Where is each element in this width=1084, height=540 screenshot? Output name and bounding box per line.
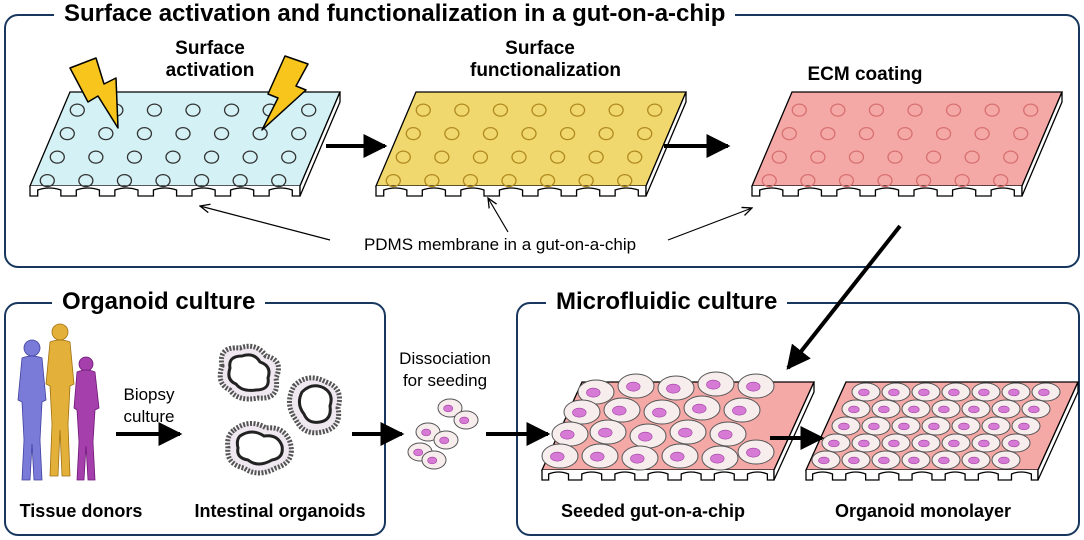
dissociated-cells-icon [407,398,479,470]
organoid-panel-title: Organoid culture [52,288,266,316]
label-pdms-membrane: PDMS membrane in a gut-on-a-chip [363,235,637,254]
membrane-activation [29,91,341,197]
label-biopsy-culture: Biopsy culture [123,385,175,426]
tissue-donors-icon [17,323,100,481]
lightning-icon-left [69,57,119,129]
microfluidic-panel-title: Microfluidic culture [546,288,788,316]
organoid-icon-1 [217,343,281,402]
microfluidic-panel [516,302,1080,536]
arrow-ecm-to-seeded [786,224,902,370]
label-organoid-monolayer: Organoid monolayer [834,501,1012,521]
pdms-pointer-left [200,206,331,241]
label-surface-activation: Surface activation [165,38,255,81]
top-panel-title: Surface activation and functionalization… [54,0,736,28]
label-surface-functionalization: Surface functionalization [470,38,621,81]
pdms-pointer-center [488,198,509,233]
label-seeded-gut-on-a-chip: Seeded gut-on-a-chip [561,501,745,521]
label-ecm-coating: ECM coating [807,64,923,85]
label-intestinal-organoids: Intestinal organoids [194,501,366,521]
membrane-functionalization [375,91,687,197]
organoid-icon-3 [225,421,294,476]
membrane-ecm [751,91,1063,197]
label-tissue-donors: Tissue donors [19,501,143,521]
label-dissociation: Dissociation for seeding [399,349,491,390]
pdms-pointer-right [667,208,752,241]
membrane-seeded [540,371,816,481]
organoid-icon-2 [287,375,342,436]
membrane-monolayer [804,381,1080,481]
lightning-icon-right [261,55,309,131]
